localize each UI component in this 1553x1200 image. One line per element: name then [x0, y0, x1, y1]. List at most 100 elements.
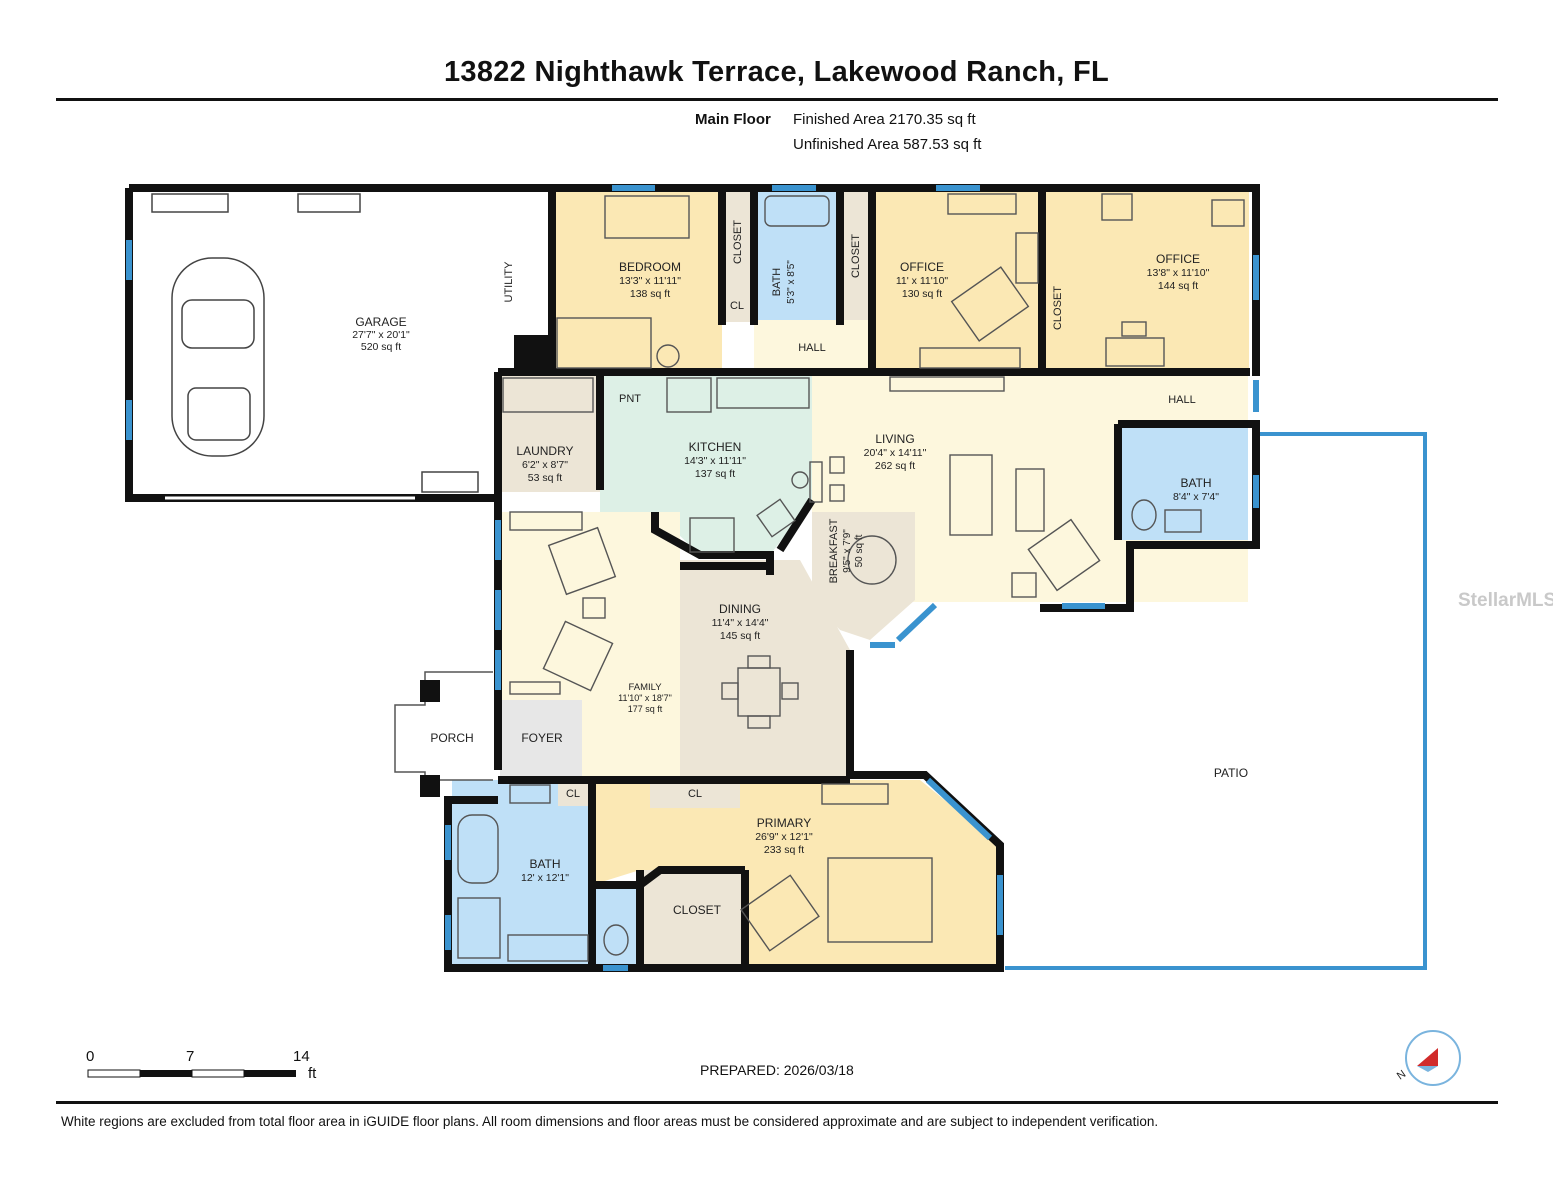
- bath-right-fill: [1122, 424, 1248, 540]
- toilet-room-fill: [592, 885, 637, 970]
- scale-unit: ft: [308, 1065, 317, 1082]
- closet-a-fill: [722, 192, 754, 292]
- office2-dims: 13'8" x 11'10": [1147, 267, 1210, 279]
- primary-label: PRIMARY: [757, 816, 811, 830]
- closet-d-fill: [640, 870, 745, 968]
- kitchen-label: KITCHEN: [689, 440, 742, 454]
- hall-top-label: HALL: [798, 342, 826, 354]
- office1-label: OFFICE: [900, 260, 944, 274]
- laundry-label: LAUNDRY: [516, 444, 573, 458]
- patio-outline: [1005, 432, 1427, 970]
- office2-fill: [1042, 192, 1249, 370]
- laundry-area: 53 sq ft: [528, 472, 563, 484]
- kitchen-area: 137 sq ft: [695, 468, 735, 480]
- garage-label: GARAGE: [355, 315, 406, 329]
- bedroom-fill: [552, 192, 722, 368]
- bedroom-label: BEDROOM: [619, 260, 681, 274]
- hall-top-fill: [754, 320, 872, 370]
- cl-b-label: CL: [566, 788, 580, 800]
- family-area: 177 sq ft: [628, 704, 663, 714]
- cl-b-fill: [558, 780, 588, 806]
- compass-icon: [1405, 1030, 1461, 1086]
- bath-small-fill: [754, 192, 840, 320]
- garage-dims: 27'7" x 20'1": [352, 329, 410, 341]
- office2-label: OFFICE: [1156, 252, 1200, 266]
- foyer-fill: [500, 700, 582, 780]
- breakfast-area: 50 sq ft: [854, 534, 865, 567]
- cl-c-fill: [650, 780, 740, 808]
- dining-area: 145 sq ft: [720, 630, 760, 642]
- furniture: [457, 193, 1245, 962]
- laundry-dims: 6'2" x 8'7": [522, 459, 568, 471]
- bath-primary-label: BATH: [529, 857, 560, 871]
- watermark: StellarMLS: [1458, 590, 1553, 611]
- dining-label: DINING: [719, 602, 761, 616]
- closet-a-label: CLOSET: [732, 220, 744, 264]
- title-rule: [56, 98, 1498, 101]
- scale-bar: [87, 1069, 296, 1078]
- office2-area: 144 sq ft: [1158, 280, 1198, 292]
- bath-small-dims: 5'3" x 8'5": [786, 260, 797, 304]
- office1-area: 130 sq ft: [902, 288, 942, 300]
- cl-a-label: CL: [730, 300, 744, 312]
- kitchen-fill: [600, 376, 812, 555]
- utility-label: UTILITY: [503, 261, 515, 303]
- porch-label: PORCH: [430, 731, 473, 745]
- unfinished-area: Unfinished Area 587.53 sq ft: [793, 136, 982, 153]
- pnt-label: PNT: [619, 393, 641, 405]
- porch-post: [420, 775, 440, 797]
- patio-label: PATIO: [1214, 766, 1248, 780]
- bedroom-dims: 13'3" x 11'11": [619, 275, 681, 287]
- disclaimer: White regions are excluded from total fl…: [61, 1114, 1159, 1129]
- living-area: 262 sq ft: [875, 460, 915, 472]
- windows: [126, 185, 1259, 971]
- primary-dims: 26'9" x 12'1": [755, 831, 813, 843]
- scale-tick-0: 0: [86, 1048, 95, 1065]
- bath-primary-fill: [452, 780, 592, 970]
- chimney-block: [514, 335, 552, 373]
- porch-outline: [394, 671, 493, 781]
- prepared-date: PREPARED: 2026/03/18: [700, 1062, 854, 1078]
- closet-b-label: CLOSET: [850, 234, 862, 278]
- hall-right-fill: [1100, 376, 1248, 424]
- floor-label: Main Floor: [695, 111, 771, 128]
- primary-fill: [592, 780, 1000, 968]
- car-icon: [171, 257, 265, 457]
- bedroom-area: 138 sq ft: [630, 288, 670, 300]
- garage-fixtures: [151, 193, 479, 493]
- office1-dims: 11' x 11'10": [896, 275, 949, 287]
- kitchen-dims: 14'3" x 11'11": [684, 455, 746, 467]
- bath-small-label: BATH: [771, 268, 783, 297]
- room-fills: [452, 192, 1249, 970]
- bath-right-label: BATH: [1180, 476, 1211, 490]
- primary-area: 233 sq ft: [764, 844, 804, 856]
- finished-area: Finished Area 2170.35 sq ft: [793, 111, 976, 128]
- closet-c-label: CLOSET: [1052, 286, 1064, 330]
- compass-label: N: [1395, 1068, 1408, 1082]
- breakfast-dims: 9'5" x 7'9": [842, 529, 853, 573]
- living-dims: 20'4" x 14'11": [864, 447, 927, 459]
- family-label: FAMILY: [628, 682, 662, 693]
- bath-primary-dims: 12' x 12'1": [521, 872, 569, 884]
- dining-fill: [680, 560, 850, 780]
- family-dims: 11'10" x 18'7": [618, 693, 672, 703]
- breakfast-label: BREAKFAST: [828, 518, 840, 583]
- garage-area: 520 sq ft: [361, 341, 401, 353]
- bath-right-dims: 8'4" x 7'4": [1173, 491, 1219, 503]
- closet-b-fill: [840, 192, 872, 320]
- dining-dims: 11'4" x 14'4": [712, 617, 769, 629]
- bottom-rule: [56, 1101, 1498, 1104]
- foyer-label: FOYER: [521, 731, 563, 745]
- hall-right-label: HALL: [1168, 394, 1196, 406]
- foyer-post: [420, 680, 440, 702]
- office1-fill: [872, 192, 1042, 370]
- room-labels: GARAGE 27'7" x 20'1" 520 sq ft UTILITY B…: [352, 220, 1248, 917]
- cl-a-fill: [722, 292, 754, 322]
- laundry-fill: [500, 376, 600, 492]
- closet-d-label: CLOSET: [673, 903, 722, 917]
- scale-tick-14: 14: [293, 1048, 310, 1065]
- cl-c-label: CL: [688, 788, 702, 800]
- living-label: LIVING: [875, 432, 914, 446]
- scale-tick-7: 7: [186, 1048, 195, 1065]
